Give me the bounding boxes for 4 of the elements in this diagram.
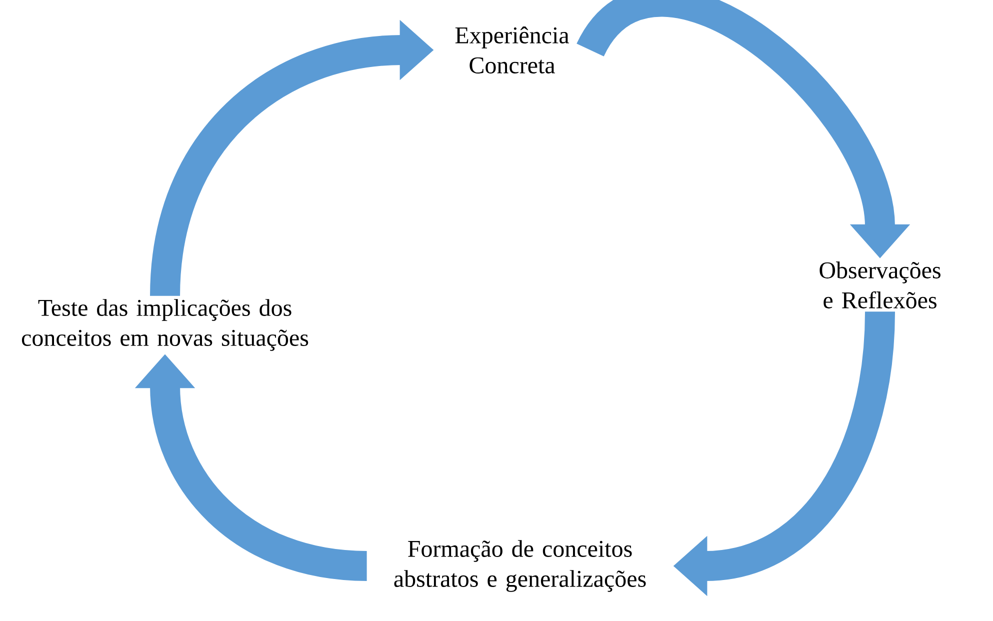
stage-label: Observações e Reflexões (820, 262, 940, 308)
stage-label: Formação de conceitos abstratos e generalizações (394, 540, 646, 592)
stage-label: Experiência Concreta (455, 26, 569, 74)
stage-label: Teste das implicações dos conceitos em novas situações (22, 299, 308, 351)
